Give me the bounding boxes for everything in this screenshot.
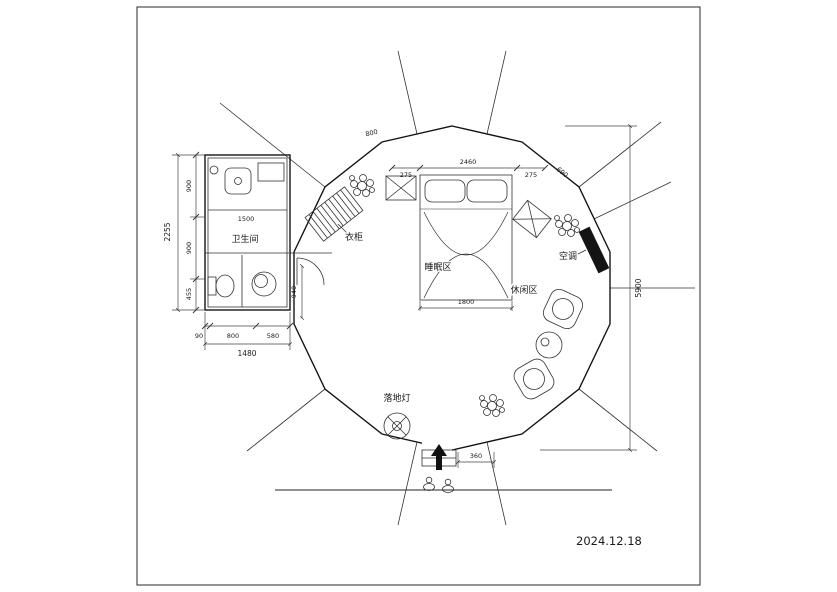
- dim-text-2255: 2255: [163, 222, 172, 241]
- label-bathroom: 卫生间: [231, 233, 258, 245]
- entrance: [421, 444, 457, 493]
- toilet: [207, 274, 235, 298]
- plant-bottom-icon: [479, 394, 505, 417]
- dim-text-900a: 900: [185, 180, 193, 192]
- lounge-chair-top: [539, 285, 587, 333]
- plant-top-left-icon: [349, 174, 375, 197]
- dim-bed-width: 1800: [418, 298, 514, 311]
- nightstand-left: [385, 175, 417, 201]
- bathroom-door-swing: [296, 257, 325, 286]
- dim-text-90: 90: [195, 332, 203, 340]
- plant-right-icon: [554, 214, 580, 237]
- bathroom-sink: [209, 162, 285, 195]
- label-leisure-area: 休闲区: [510, 284, 537, 296]
- radial-guy-lines: [219, 50, 695, 526]
- air-conditioner-unit: [578, 226, 610, 274]
- bed-pillow-left: [424, 179, 466, 203]
- wardrobe-leader-line: [337, 223, 348, 234]
- bed-duvet-arc: [423, 211, 509, 256]
- dim-text-360: 360: [470, 452, 482, 460]
- dim-text-5900: 5900: [634, 278, 643, 297]
- ac-leader-line: [577, 249, 587, 255]
- dim-text-900b: 900: [185, 242, 193, 254]
- bed: [419, 174, 513, 301]
- dim-overall-height: 5900: [540, 124, 643, 452]
- dim-text-580: 580: [267, 332, 279, 340]
- dim-text-275-right: 275: [525, 171, 537, 179]
- nightstand-right: [512, 199, 552, 239]
- date-label: 2024.12.18: [576, 534, 642, 548]
- bathroom-room: [204, 154, 332, 311]
- dim-top-chain: 275 2460 275 800 690: [365, 128, 570, 180]
- floor-lamp-symbol: [383, 412, 411, 440]
- label-air-conditioner: 空调: [559, 250, 577, 262]
- dim-text-940: 940: [290, 286, 298, 298]
- bed-duvet-arc: [423, 253, 509, 299]
- dim-text-800-edge: 800: [365, 128, 379, 139]
- dim-text-800: 800: [227, 332, 239, 340]
- dim-text-1480: 1480: [237, 349, 256, 358]
- dim-text-455: 455: [185, 288, 193, 300]
- person-icon-left: [423, 476, 435, 491]
- entry-door-gap: [422, 441, 452, 452]
- dim-text-1800: 1800: [458, 298, 475, 306]
- dim-bathroom-height: 2255 900 900 455: [163, 151, 205, 314]
- bed-pillow-right: [466, 179, 508, 203]
- round-table: [535, 331, 563, 359]
- dim-bathroom-width: 90 800 580 1480: [195, 312, 294, 358]
- dim-entry-width: 360: [456, 452, 496, 468]
- dim-text-1500: 1500: [238, 215, 255, 223]
- dim-text-275-left: 275: [400, 171, 412, 179]
- washbasin: [251, 271, 277, 297]
- person-icon-right: [442, 478, 454, 493]
- label-wardrobe: 衣柜: [345, 231, 363, 243]
- dim-door-offset: 940: [290, 264, 304, 320]
- label-floor-lamp: 落地灯: [383, 392, 410, 404]
- wardrobe-unit: [304, 186, 364, 242]
- label-sleeping-area: 睡眠区: [424, 261, 451, 273]
- entry-arrow-icon: [431, 444, 447, 470]
- dim-text-2460: 2460: [460, 158, 477, 166]
- drawing-border: [136, 6, 701, 586]
- lounge-chair-bottom: [510, 355, 558, 403]
